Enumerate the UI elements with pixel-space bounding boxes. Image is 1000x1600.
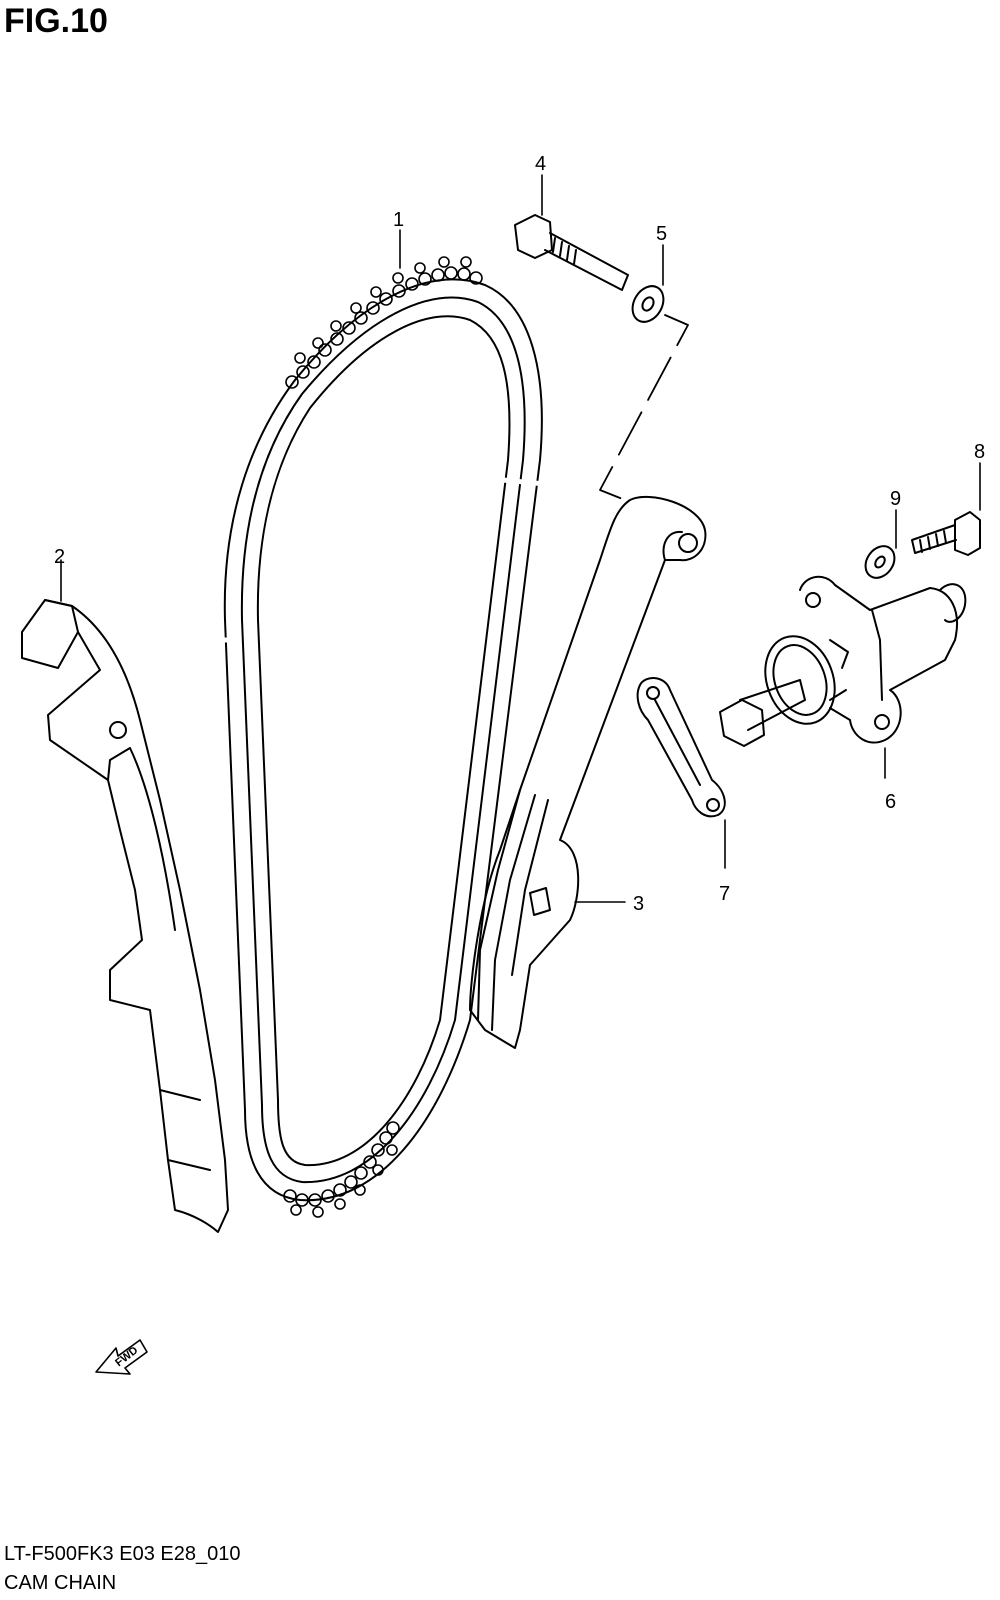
figure-title: FIG.10 [4, 2, 108, 40]
callout-9: 9 [890, 488, 901, 510]
chain-guide-rear [21, 599, 229, 1233]
callout-7: 7 [719, 883, 730, 905]
fwd-arrow-icon [95, 1339, 148, 1375]
bolt-tensioner-arm [514, 214, 629, 291]
callout-3: 3 [633, 893, 644, 915]
callout-2: 2 [54, 546, 65, 568]
fwd-label: FWD [113, 1344, 140, 1369]
diagram-code: LT-F500FK3 E03 E28_010 [4, 1543, 241, 1565]
cam-chain [215, 256, 548, 1218]
leader-lines [60, 174, 981, 903]
bolt-tensioner [911, 511, 981, 556]
chain-tensioner-arm [469, 495, 707, 1049]
callout-4: 4 [535, 153, 546, 175]
callout-6: 6 [885, 791, 896, 813]
callout-1: 1 [393, 209, 404, 231]
chain-links-upper [285, 256, 483, 389]
callout-8: 8 [974, 441, 985, 463]
diagram-name: CAM CHAIN [4, 1572, 117, 1594]
chain-links-lower [283, 1121, 400, 1218]
cam-chain-tensioner [719, 575, 967, 747]
callout-5: 5 [656, 223, 667, 245]
alignment-line [599, 314, 689, 503]
gasket [636, 677, 726, 818]
washer-5 [631, 285, 665, 323]
washer-9 [864, 545, 896, 579]
